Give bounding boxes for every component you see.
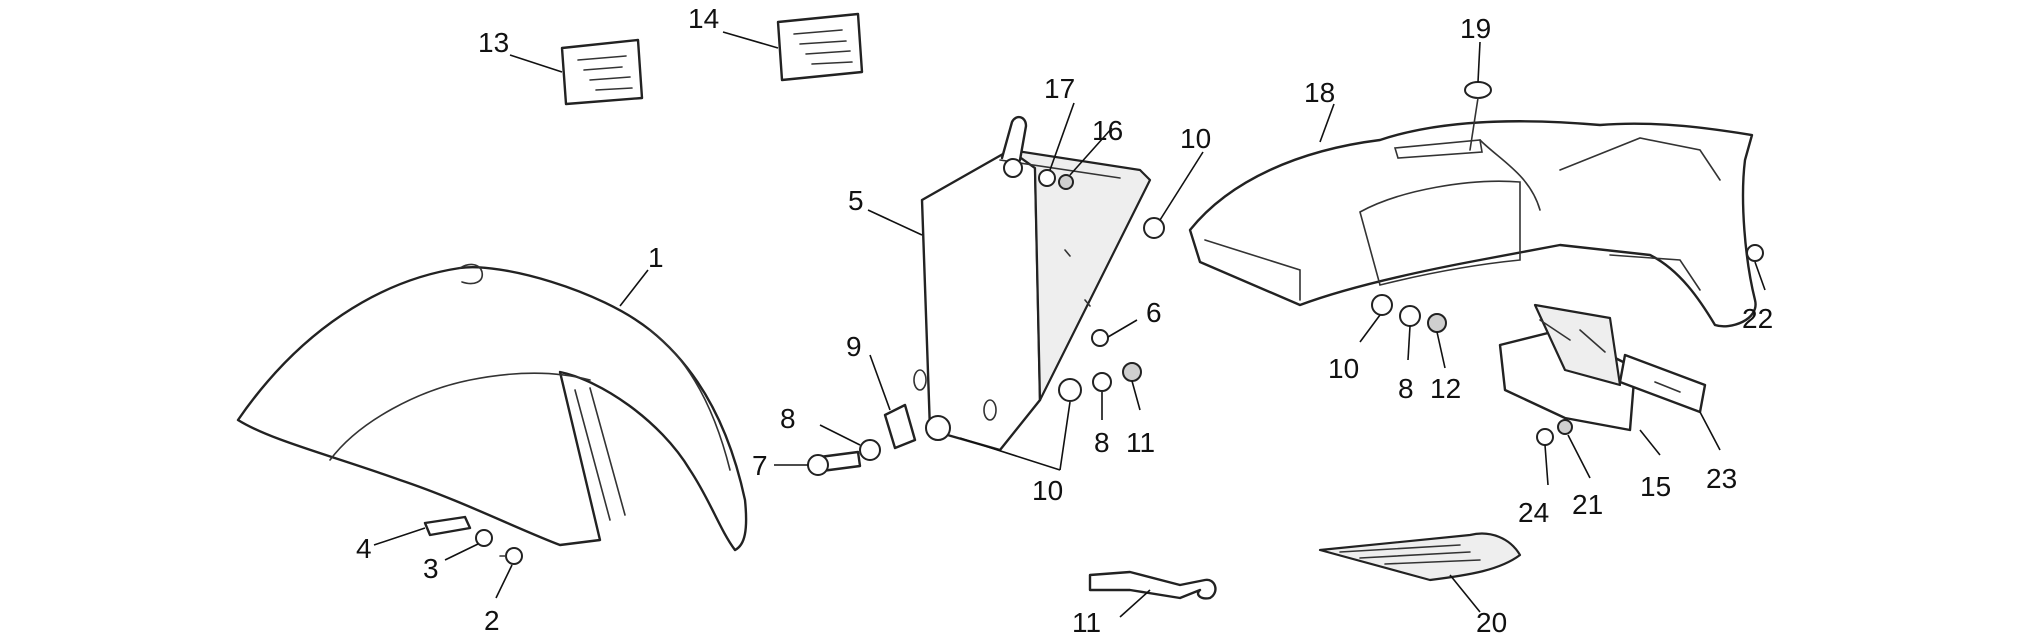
callout-17: 20	[1476, 607, 1507, 638]
callout-13: 17	[1044, 73, 1075, 104]
callout-8-mid: 8	[1094, 427, 1110, 458]
callout-11-mid: 11	[1126, 427, 1155, 458]
callout-4: 4	[356, 533, 372, 564]
decal-18	[560, 38, 644, 106]
spacer-10-mid	[1058, 378, 1082, 402]
spacer-10-right	[1371, 294, 1393, 316]
tool-bag-17	[1318, 532, 1522, 582]
leader-lines	[373, 31, 1766, 618]
callout-21: 22	[1742, 303, 1773, 334]
callout-9: 9	[846, 331, 862, 362]
nut-24	[1536, 428, 1554, 446]
callout-10-bottom: 10	[1032, 475, 1063, 506]
washer-8-left	[859, 439, 881, 461]
callout-22: 23	[1706, 463, 1737, 494]
callout-8-left: 8	[780, 403, 796, 434]
spanner-16	[1088, 570, 1217, 600]
callout-20: 15	[1640, 471, 1671, 502]
washer-8-right	[1399, 305, 1421, 327]
callout-3: 3	[423, 553, 439, 584]
callout-15: 19	[1460, 13, 1491, 44]
callout-18: 13	[478, 27, 509, 58]
callout-5: 5	[848, 185, 864, 216]
decal-19	[776, 12, 864, 82]
callout-23: 21	[1572, 489, 1603, 520]
callout-10-right: 10	[1328, 353, 1359, 384]
nut-11-right	[1427, 313, 1447, 333]
side-bracket-5	[913, 148, 1152, 452]
front-mudguard	[236, 263, 748, 552]
callout-6: 6	[1146, 297, 1162, 328]
bolt-7	[807, 450, 862, 476]
callout-12: 16	[1092, 115, 1123, 146]
spacer-10-top	[1143, 217, 1165, 239]
plate-bracket-20	[1498, 303, 1637, 432]
washer-23	[1557, 419, 1573, 435]
callout-24: 24	[1518, 497, 1549, 528]
nut-11-mid	[1122, 362, 1142, 382]
callout-11-right: 12	[1430, 373, 1461, 404]
callout-19: 14	[688, 3, 719, 34]
washer-8-mid	[1092, 372, 1112, 392]
screw-2	[499, 547, 523, 565]
callout-7: 7	[752, 450, 768, 481]
callout-labels: 13 14 1 4 3 2 5 6 7 8 9 10 8 11 17 16 10…	[356, 3, 1773, 638]
callout-10-top: 10	[1180, 123, 1211, 154]
callout-1: 1	[648, 242, 664, 273]
nut-12	[1038, 169, 1074, 190]
callout-2: 2	[484, 605, 500, 636]
screw-6	[1091, 329, 1109, 347]
rear-fender-14	[1188, 120, 1757, 328]
clip-13	[1000, 115, 1028, 178]
bracket-9	[883, 403, 917, 450]
plate-4	[423, 515, 472, 537]
washer-3	[475, 529, 493, 547]
spacer-10-left	[925, 415, 951, 441]
screw-21	[1746, 244, 1764, 262]
callout-16: 11	[1072, 607, 1101, 638]
callout-14: 18	[1304, 77, 1335, 108]
callout-8-right: 8	[1398, 373, 1414, 404]
